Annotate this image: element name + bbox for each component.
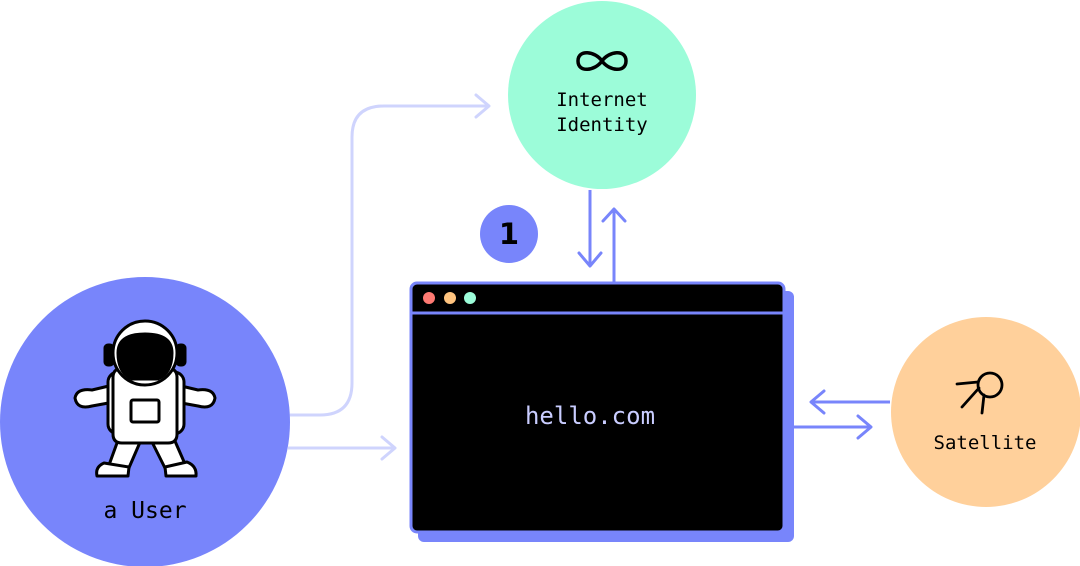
step-badge-label: 1 bbox=[498, 217, 520, 251]
edge-user-to-internet-identity bbox=[290, 104, 488, 417]
infinity-icon bbox=[576, 51, 628, 71]
satellite-label: Satellite bbox=[933, 432, 1037, 454]
arrowhead-internet-identity-to-browser bbox=[577, 251, 603, 268]
browser-maximize-dot bbox=[464, 292, 476, 304]
browser-close-dot bbox=[423, 292, 435, 304]
user-label: a User bbox=[103, 498, 187, 524]
internet-identity-node bbox=[508, 1, 696, 189]
arrowhead-browser-to-satellite bbox=[856, 414, 873, 440]
arrowhead-user-to-browser bbox=[380, 435, 397, 461]
browser-domain-label: hello.com bbox=[524, 402, 656, 430]
astronaut-icon bbox=[73, 319, 217, 478]
satellite-node bbox=[891, 317, 1080, 507]
browser-window bbox=[409, 281, 786, 534]
arrowhead-user-to-internet-identity bbox=[474, 93, 491, 119]
satellite-icon bbox=[955, 371, 1004, 415]
internet-identity-label: Internet Identity bbox=[556, 89, 648, 136]
arrowhead-browser-to-internet-identity bbox=[601, 207, 627, 223]
step-badge bbox=[480, 205, 538, 263]
arrowhead-satellite-to-browser bbox=[809, 389, 826, 415]
browser-minimize-dot bbox=[444, 292, 456, 304]
